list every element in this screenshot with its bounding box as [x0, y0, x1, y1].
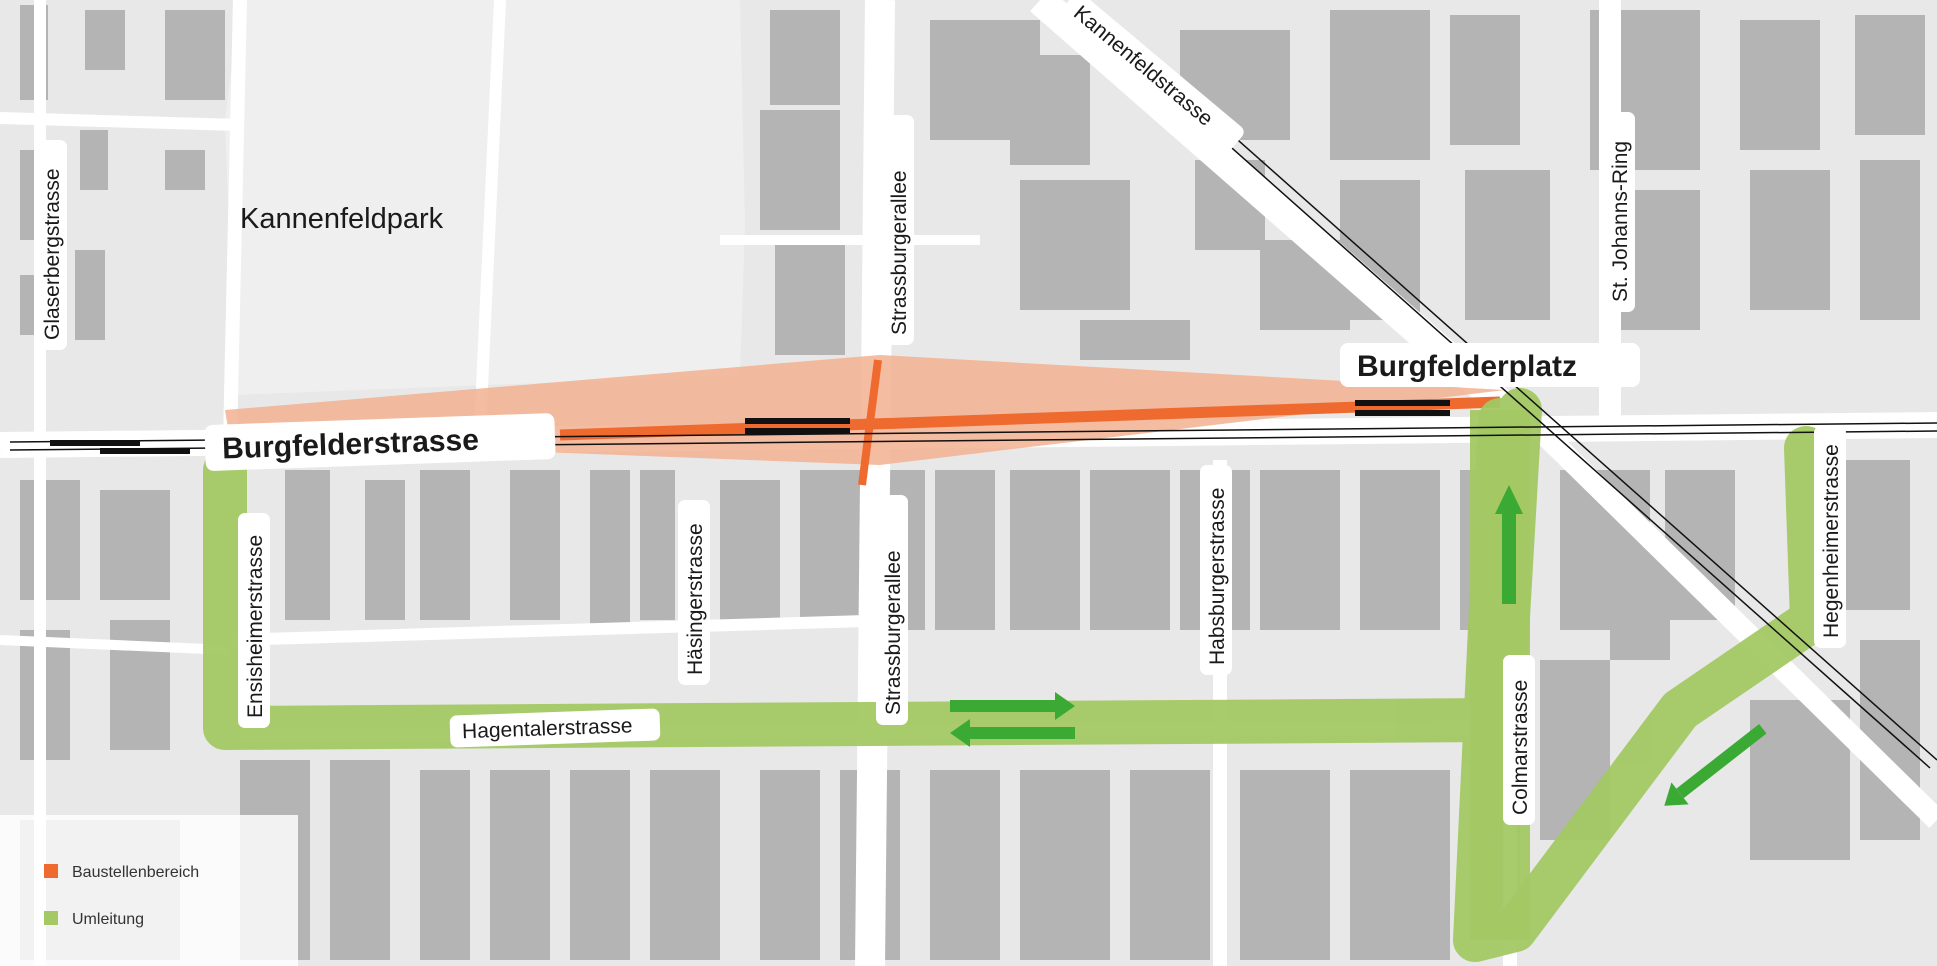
- label-habsburgerstrasse: Habsburgerstrasse: [1200, 465, 1232, 675]
- label-strassburgerallee-north: Strassburgerallee: [882, 115, 914, 345]
- svg-text:Hegenheimerstrasse: Hegenheimerstrasse: [1820, 444, 1843, 638]
- svg-text:Colmarstrasse: Colmarstrasse: [1509, 680, 1532, 815]
- svg-text:Häsingerstrasse: Häsingerstrasse: [684, 523, 707, 675]
- svg-text:Baustellenbereich: Baustellenbereich: [72, 864, 199, 881]
- svg-text:Ensisheimerstrasse: Ensisheimerstrasse: [244, 535, 267, 718]
- legend-swatch-detour: [44, 911, 58, 925]
- label-burgfelderstrasse: Burgfelderstrasse: [204, 413, 556, 471]
- label-colmarstrasse: Colmarstrasse: [1503, 655, 1535, 825]
- label-haesingerstrasse: Häsingerstrasse: [678, 500, 710, 685]
- detour-arrows: [950, 485, 1767, 806]
- label-st-johanns-ring: St. Johanns-Ring: [1603, 112, 1635, 312]
- tram-stops: [50, 400, 1450, 454]
- arrow-diagonal-icon: [1664, 724, 1767, 806]
- label-strassburgerallee-south: Strassburgerallee: [876, 495, 908, 725]
- legend: Baustellenbereich Umleitung: [0, 815, 298, 966]
- svg-text:Habsburgerstrasse: Habsburgerstrasse: [1206, 488, 1229, 665]
- legend-item-construction: Baustellenbereich: [44, 864, 199, 881]
- svg-text:Umleitung: Umleitung: [72, 911, 144, 928]
- svg-text:Strassburgerallee: Strassburgerallee: [882, 550, 905, 715]
- svg-text:Strassburgerallee: Strassburgerallee: [888, 170, 911, 335]
- park-label: Kannenfeldpark: [240, 203, 444, 235]
- svg-text:Glaserbergstrasse: Glaserbergstrasse: [41, 168, 64, 340]
- label-glaserbergstrasse: Glaserbergstrasse: [35, 140, 67, 350]
- arrow-up-icon: [1495, 485, 1523, 604]
- label-burgfelderplatz: Burgfelderplatz: [1340, 343, 1640, 387]
- label-hagentalerstrasse: Hagentalerstrasse: [449, 708, 661, 748]
- label-ensisheimerstrasse: Ensisheimerstrasse: [238, 513, 270, 728]
- arrow-right-icon: [950, 692, 1075, 720]
- arrow-left-icon: [950, 719, 1075, 747]
- label-hegenheimerstrasse: Hegenheimerstrasse: [1814, 426, 1846, 648]
- legend-swatch-construction: [44, 864, 58, 878]
- svg-text:St. Johanns-Ring: St. Johanns-Ring: [1609, 141, 1632, 302]
- legend-item-detour: Umleitung: [44, 911, 144, 928]
- svg-text:Burgfelderplatz: Burgfelderplatz: [1357, 350, 1577, 383]
